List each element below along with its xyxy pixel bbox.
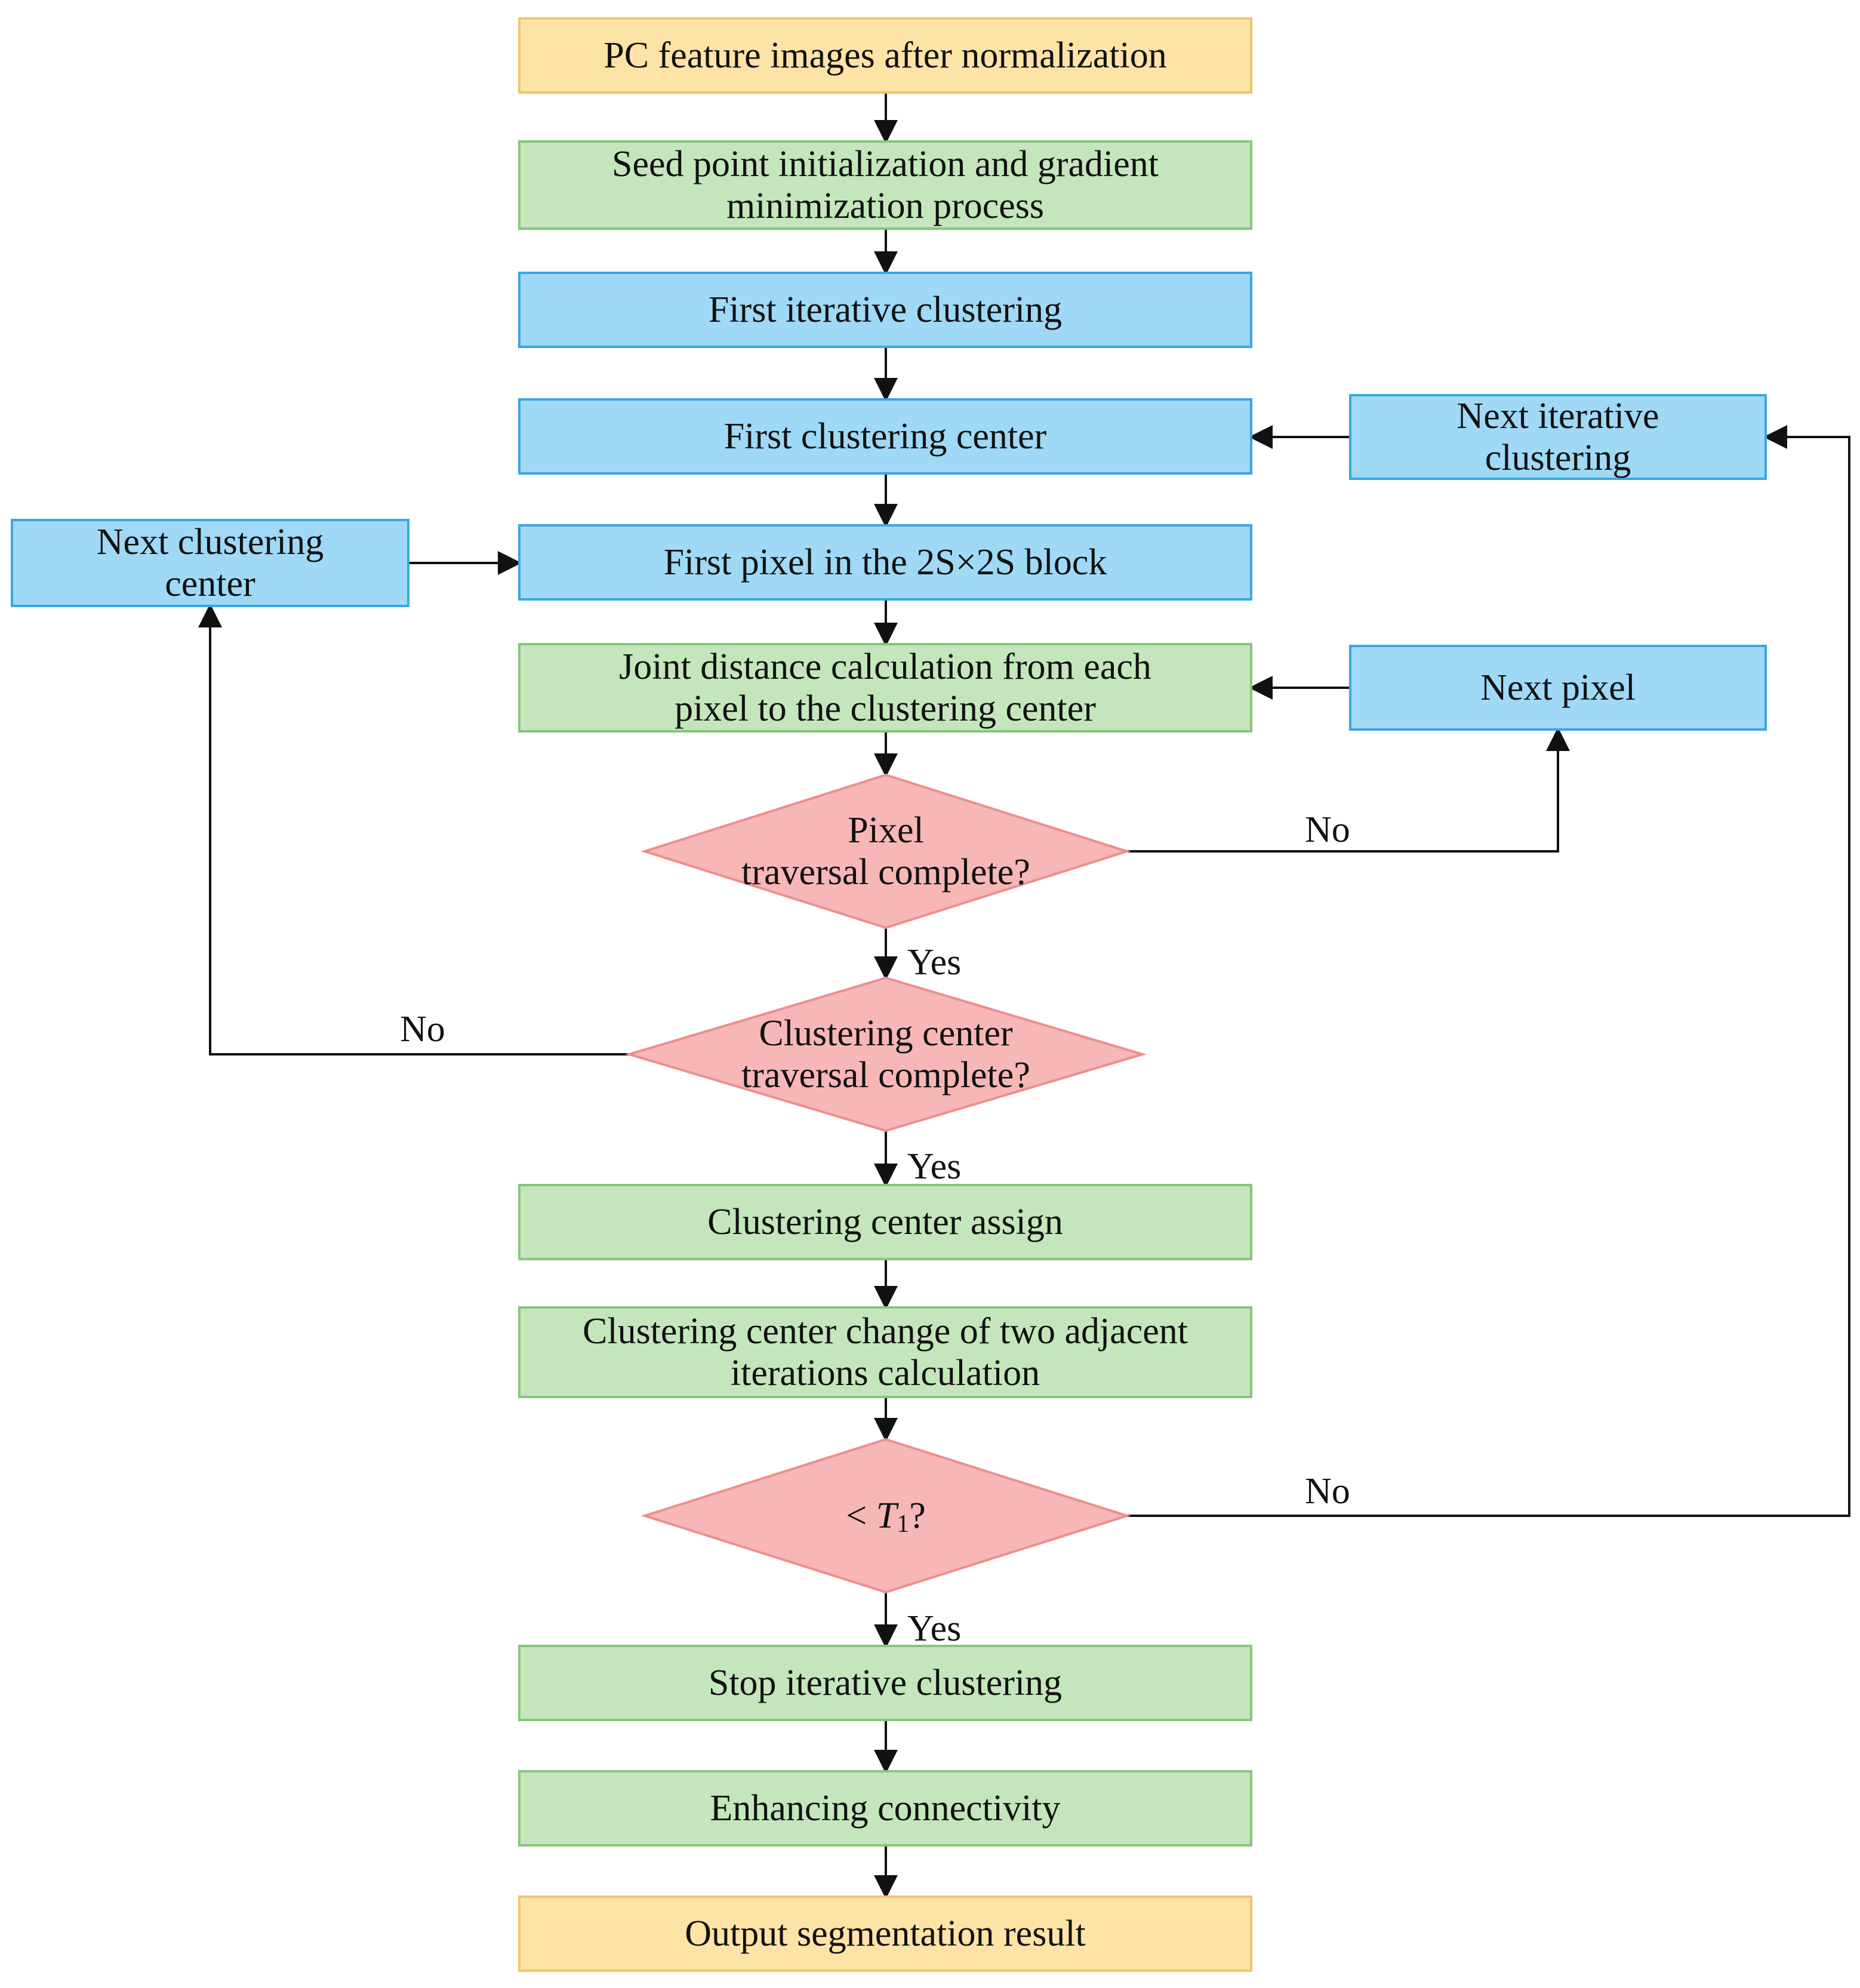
node-label: minimization process: [726, 186, 1044, 226]
node-label: < T1?: [846, 1495, 925, 1538]
node-first-pixel: First pixel in the 2S×2S block: [518, 524, 1252, 601]
decision-diamond: [624, 976, 1147, 1133]
edge-label-threshold-no: No: [1305, 1471, 1350, 1512]
node-label: traversal complete?: [741, 1055, 1030, 1095]
process-box: [518, 524, 1252, 601]
node-seed: Seed point initialization and gradientmi…: [518, 140, 1252, 230]
edge-label-pixel-no: No: [1305, 810, 1350, 850]
node-label: First pixel in the 2S×2S block: [664, 542, 1107, 583]
process-box: [1349, 394, 1767, 480]
edge-label-pixel-yes: Yes: [907, 942, 961, 983]
node-label: Next pixel: [1480, 667, 1636, 708]
node-label: traversal complete?: [741, 852, 1030, 893]
process-box: [518, 1306, 1252, 1398]
process-box: [518, 1645, 1252, 1721]
node-stop: Stop iterative clustering: [518, 1645, 1252, 1721]
connector-arrow: [1127, 727, 1570, 853]
process-box: [518, 140, 1252, 230]
decision-diamond: [640, 1438, 1131, 1594]
node-label: Output segmentation result: [685, 1913, 1086, 1954]
node-label: Next clustering: [97, 522, 324, 562]
io-box: [518, 17, 1252, 94]
connectors: [198, 93, 1850, 1899]
io-box: [518, 1895, 1252, 1972]
nodes: PC feature images after normalizationSee…: [11, 17, 1767, 1972]
process-box: [518, 398, 1252, 475]
node-label: Clustering center change of two adjacent: [583, 1311, 1188, 1352]
decision-diamond: [640, 773, 1131, 930]
node-first-iter: First iterative clustering: [518, 272, 1252, 348]
node-enhance: Enhancing connectivity: [518, 1770, 1252, 1847]
connector-arrow: [1127, 425, 1850, 1517]
node-label: Clustering center: [759, 1013, 1013, 1054]
edge-label-center-no: No: [400, 1009, 445, 1050]
node-label: center: [165, 564, 255, 604]
process-box: [518, 1770, 1252, 1847]
node-label: Stop iterative clustering: [709, 1663, 1062, 1703]
connector-arrow: [198, 604, 629, 1055]
process-box: [518, 272, 1252, 348]
edge-label-threshold-yes: Yes: [907, 1608, 961, 1649]
process-box: [11, 519, 409, 607]
node-label: pixel to the clustering center: [675, 688, 1096, 729]
node-output: Output segmentation result: [518, 1895, 1252, 1972]
node-next-pixel: Next pixel: [1349, 645, 1767, 731]
node-label: First iterative clustering: [709, 290, 1062, 330]
process-box: [518, 643, 1252, 733]
node-label: First clustering center: [724, 416, 1047, 457]
node-label: Clustering center assign: [707, 1202, 1063, 1242]
node-label: Joint distance calculation from each: [619, 647, 1151, 687]
node-label: clustering: [1485, 438, 1631, 478]
node-label: Enhancing connectivity: [710, 1788, 1060, 1829]
node-label: Next iterative: [1456, 396, 1659, 436]
node-label: iterations calculation: [731, 1353, 1040, 1393]
node-joint: Joint distance calculation from eachpixe…: [518, 643, 1252, 733]
node-label: Seed point initialization and gradient: [612, 144, 1159, 184]
process-box: [518, 1184, 1252, 1260]
edge-label-center-yes: Yes: [907, 1146, 961, 1187]
process-box: [1349, 645, 1767, 731]
node-assign: Clustering center assign: [518, 1184, 1252, 1260]
node-label: PC feature images after normalization: [603, 35, 1166, 76]
node-label: Pixel: [848, 810, 923, 851]
node-first-center: First clustering center: [518, 398, 1252, 475]
node-start: PC feature images after normalization: [518, 17, 1252, 94]
node-change: Clustering center change of two adjacent…: [518, 1306, 1252, 1398]
node-threshold-q: < T1?: [640, 1438, 1131, 1594]
